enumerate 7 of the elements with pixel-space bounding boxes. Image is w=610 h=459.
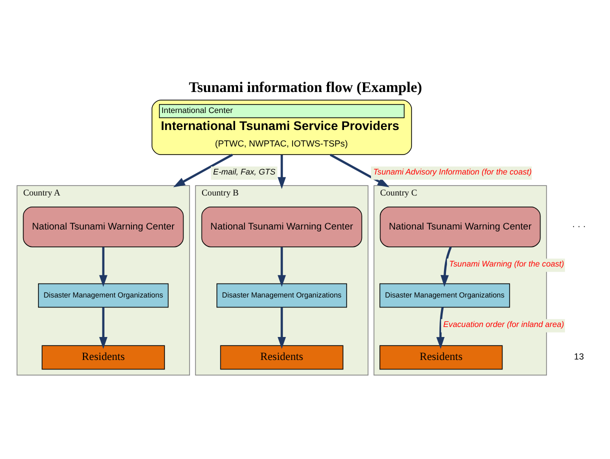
edge-label: Evacuation order (for inland area): [443, 320, 564, 330]
label: 13: [574, 352, 584, 362]
label: · · ·: [572, 221, 586, 232]
diagram-title: Tsunami information flow (Example): [188, 80, 422, 96]
edge-label: E-mail, Fax, GTS: [213, 167, 276, 176]
edge-label: Tsunami Warning (for the coast): [449, 260, 564, 269]
edge-label: Tsunami Advisory Information (for the coast): [373, 167, 532, 176]
